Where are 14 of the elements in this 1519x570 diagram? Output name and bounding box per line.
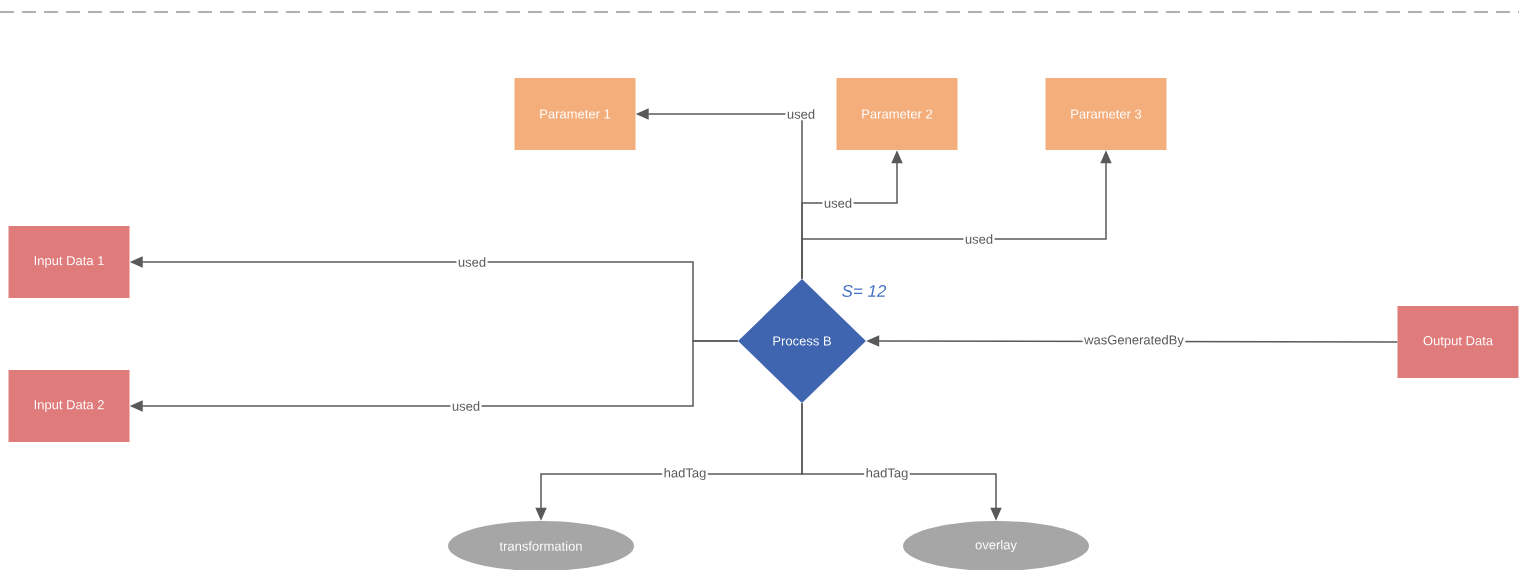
process-box: Parameter 2	[836, 78, 958, 150]
edge-label: used	[450, 399, 482, 413]
process-box: Parameter 1	[514, 78, 636, 150]
edge-label: hadTag	[864, 466, 910, 482]
edge-label: used	[456, 255, 488, 269]
process-box: Parameter 3	[1045, 78, 1167, 150]
edge-label: used	[822, 196, 854, 210]
data-box: Input Data 1	[8, 226, 130, 298]
data-box: Input Data 2	[8, 370, 130, 442]
edge-label: hadTag	[662, 466, 708, 482]
data-box: Output Data	[1397, 306, 1519, 378]
edge-label: used	[963, 232, 995, 246]
edge-label: wasGeneratedBy	[1082, 333, 1186, 349]
edge-label: used	[785, 107, 817, 121]
